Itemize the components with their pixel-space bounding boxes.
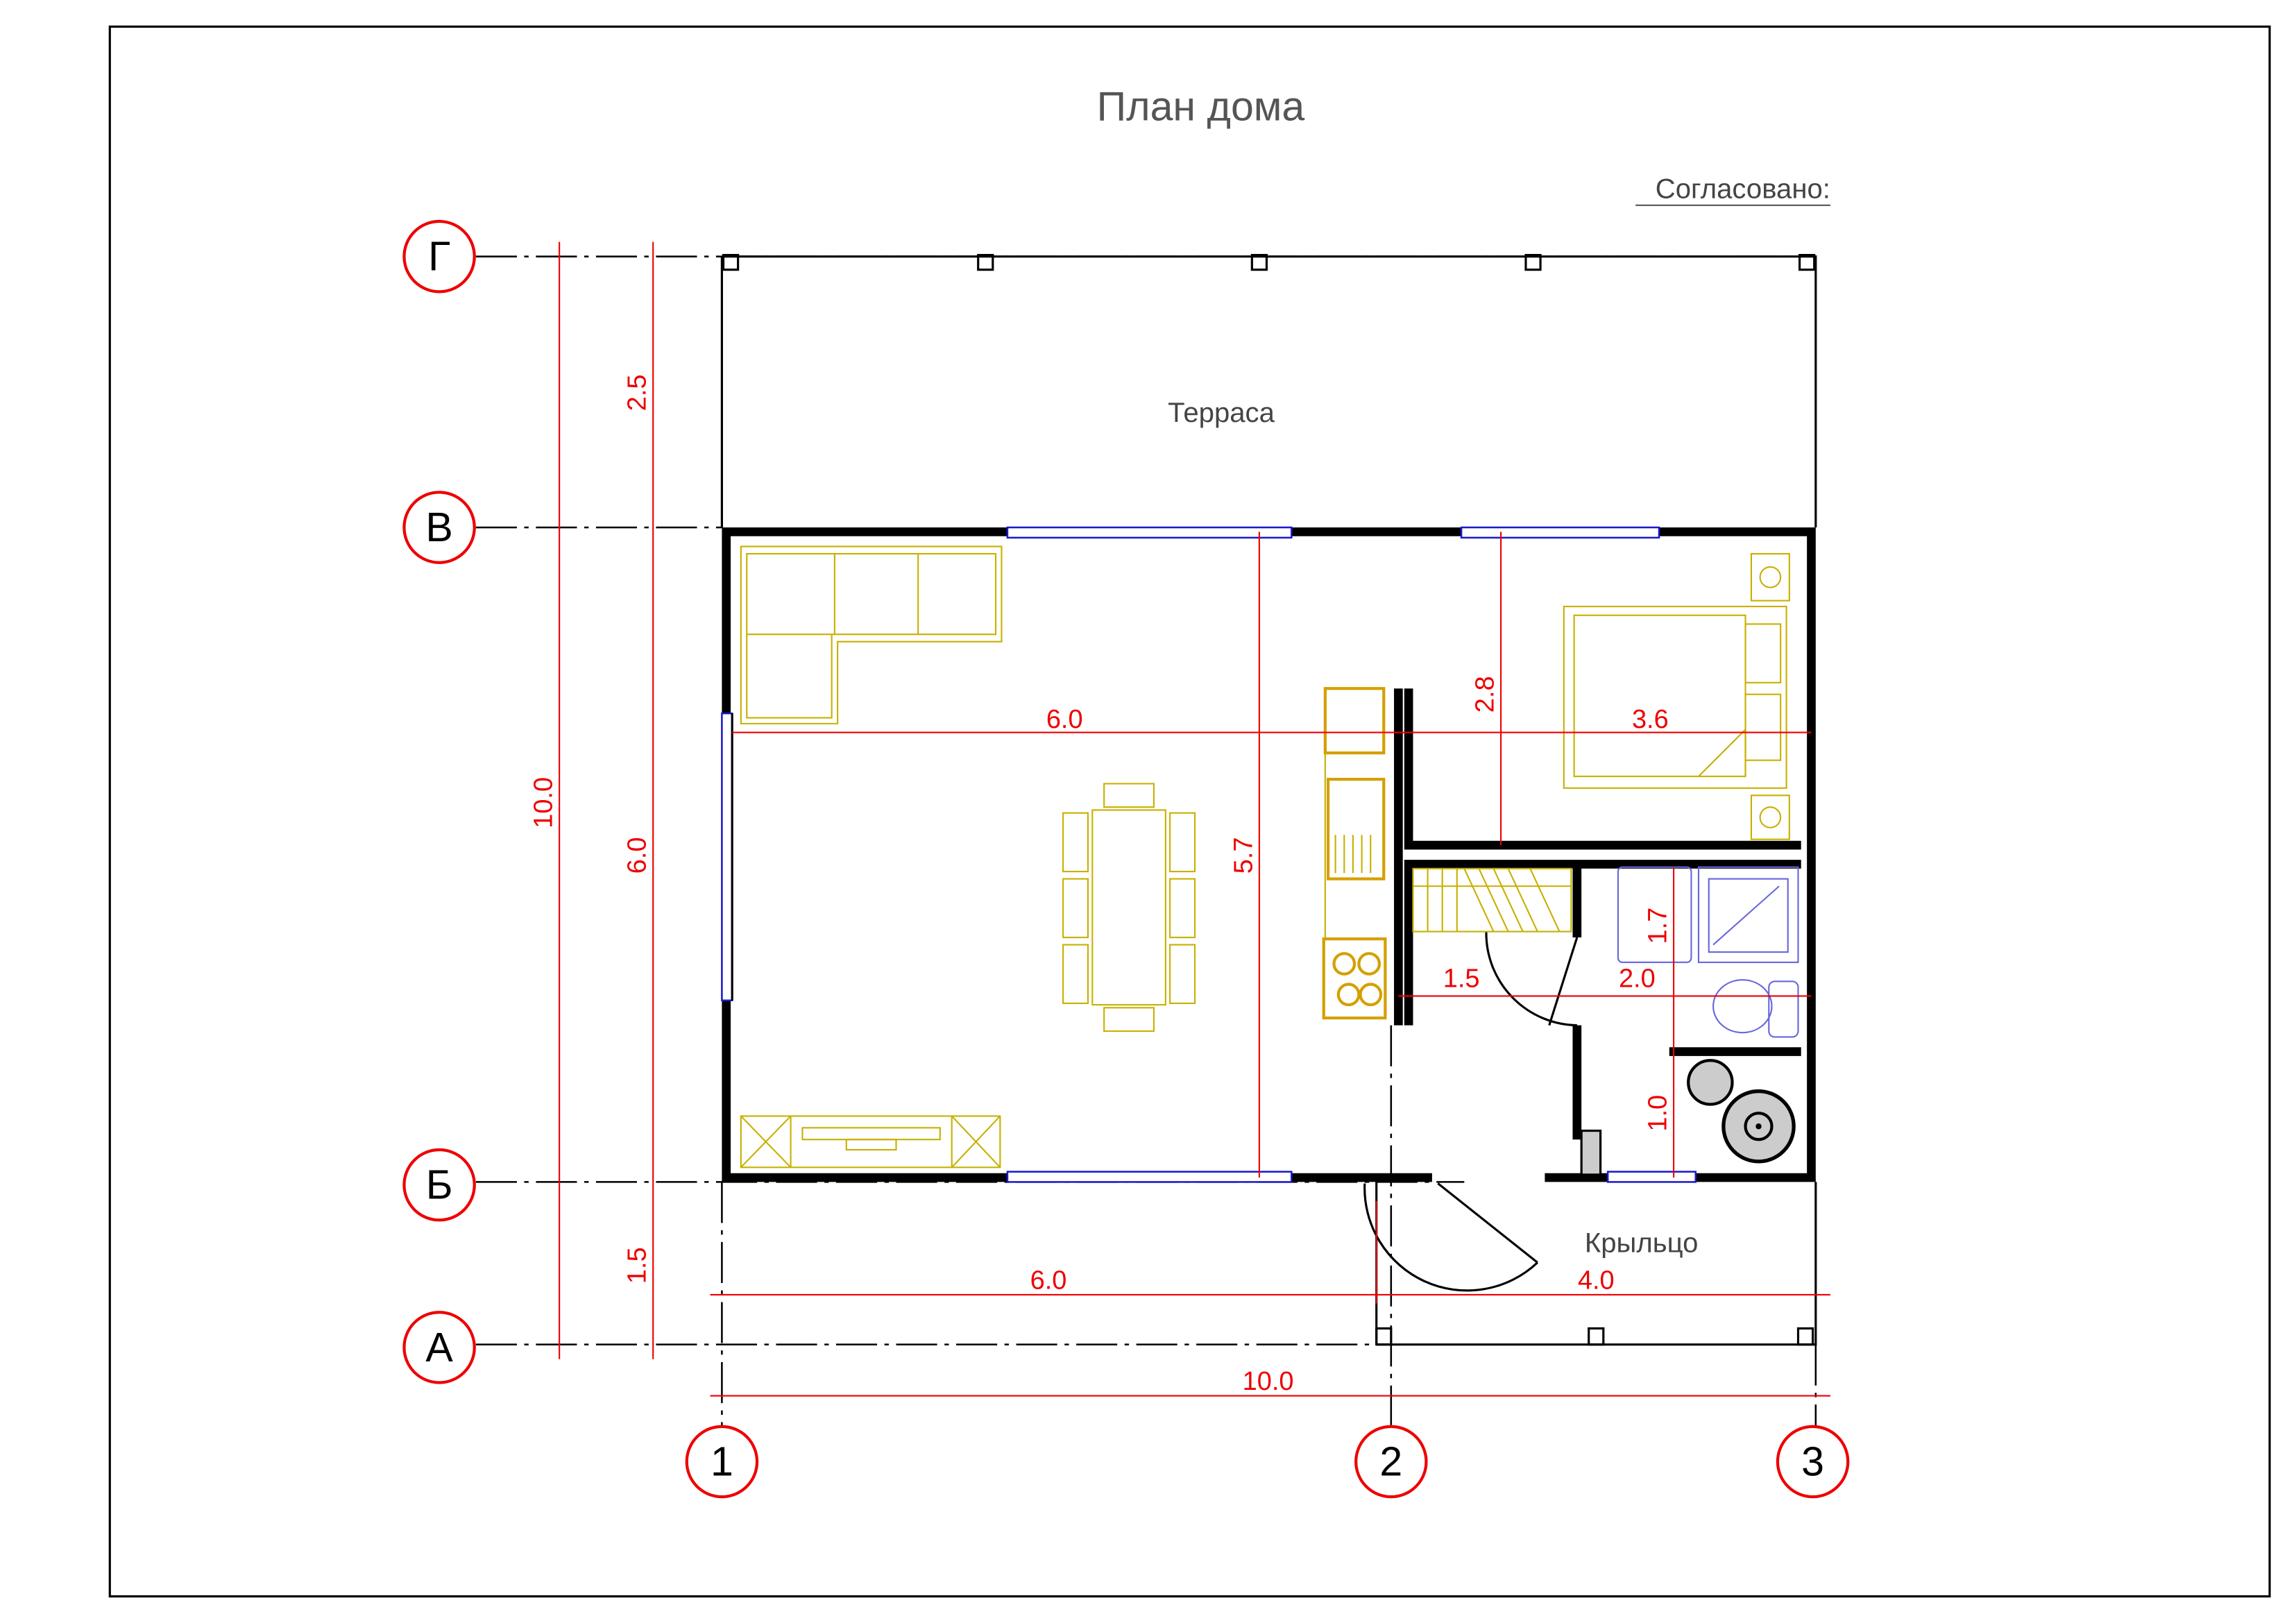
room-label-porch: Крыльцо [1585, 1228, 1699, 1259]
dim-bath-width: 2.0 [1619, 965, 1656, 994]
exterior-walls [721, 526, 1816, 1183]
axis-marker-row-a: А [402, 1311, 476, 1384]
window [1606, 1171, 1697, 1183]
svg-text:2: 2 [1379, 1438, 1402, 1484]
terrace: Терраса [720, 253, 1817, 528]
svg-text:В: В [425, 504, 452, 550]
sofa-icon [740, 545, 1003, 724]
window [1006, 526, 1293, 539]
dim-left-house: 6.0 [623, 837, 652, 874]
svg-text:3: 3 [1801, 1438, 1824, 1484]
axis-marker-row-g: Г [402, 219, 476, 294]
axis-marker-col-2: 2 [1354, 1425, 1428, 1499]
dining-table-icon [1062, 783, 1196, 1033]
axis-marker-col-3: 3 [1776, 1425, 1850, 1499]
bathroom-fixtures-icon [1617, 866, 1799, 1038]
dim-hall-width: 1.5 [1443, 965, 1480, 994]
tv-stand-icon [740, 1115, 1001, 1169]
svg-text:1: 1 [711, 1438, 733, 1484]
dim-left-terrace: 2.5 [623, 375, 652, 411]
dim-left-total: 10.0 [529, 777, 559, 829]
boiler-icon [1580, 1059, 1796, 1176]
sheet-border [108, 25, 2271, 1598]
dim-bath-depth: 1.7 [1644, 908, 1673, 944]
dim-bedroom-depth: 2.8 [1471, 676, 1500, 713]
dimension-lines [559, 241, 1830, 1397]
svg-text:Г: Г [428, 234, 450, 280]
svg-text:А: А [425, 1325, 453, 1370]
dim-bottom-right: 4.0 [1578, 1266, 1615, 1295]
axis-marker-row-v: В [402, 491, 476, 564]
dim-bedroom-width: 3.6 [1632, 705, 1669, 734]
bed-icon [1563, 553, 1790, 840]
dim-left-porch: 1.5 [623, 1247, 652, 1284]
window [721, 712, 733, 1001]
axis-marker-row-b: Б [402, 1148, 476, 1222]
interior-walls [1394, 688, 1801, 1140]
stairs-icon [1412, 867, 1572, 933]
page-title: План дома [1097, 83, 1305, 129]
room-label-terrace: Терраса [1168, 398, 1275, 428]
dim-bottom-left: 6.0 [1030, 1266, 1067, 1295]
window [1006, 1171, 1293, 1183]
dim-bottom-total: 10.0 [1243, 1367, 1294, 1396]
approved-label: Согласовано: [1656, 173, 1830, 204]
axis-marker-col-1: 1 [685, 1425, 759, 1499]
porch: Крыльцо [1363, 1182, 1817, 1346]
dim-living-width: 6.0 [1046, 705, 1083, 734]
dim-boiler-depth: 1.0 [1644, 1095, 1673, 1132]
kitchen-icon [1322, 687, 1387, 1020]
svg-text:Б: Б [426, 1162, 453, 1208]
window [1460, 526, 1660, 539]
dim-living-depth: 5.7 [1229, 837, 1258, 874]
